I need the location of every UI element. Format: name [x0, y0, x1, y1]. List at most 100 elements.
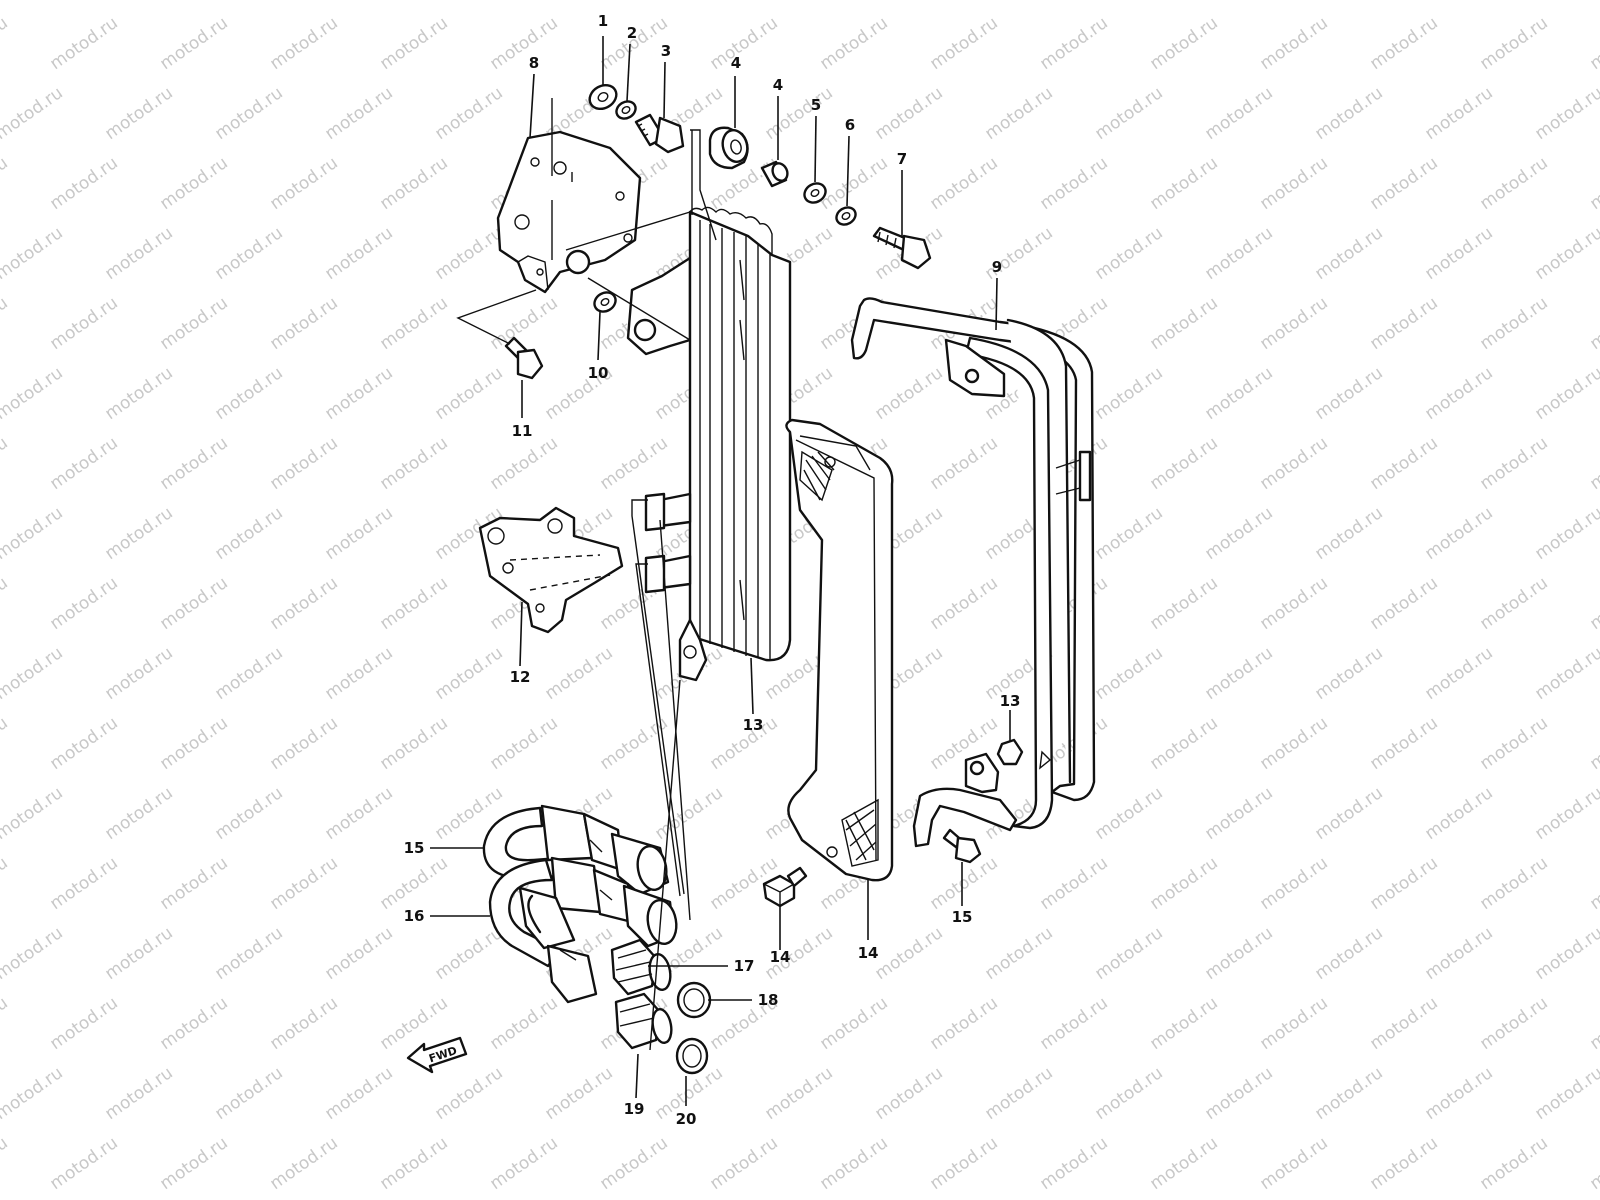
- watermark-text: motod.ru: [1476, 993, 1551, 1054]
- watermark-text: motod.ru: [266, 153, 341, 214]
- watermark-text: motod.ru: [431, 223, 506, 284]
- watermark-text: motod.ru: [1421, 1063, 1496, 1124]
- watermark-text: motod.ru: [871, 83, 946, 144]
- watermark-text: motod.ru: [1146, 433, 1221, 494]
- watermark-text: motod.ru: [266, 1133, 341, 1194]
- watermark-text: motod.ru: [1476, 293, 1551, 354]
- watermark-text: motod.ru: [0, 223, 67, 284]
- part-19-guard-panel: [785, 418, 894, 882]
- watermark-text: motod.ru: [156, 573, 231, 634]
- callout-4-top: 5: [811, 96, 821, 114]
- watermark-text: motod.ru: [211, 503, 286, 564]
- callout-19: 14: [858, 944, 879, 962]
- watermark-text: motod.ru: [0, 293, 12, 354]
- watermark-text: motod.ru: [376, 13, 451, 74]
- watermark-text: motod.ru: [1036, 1133, 1111, 1194]
- watermark-text: motod.ru: [1146, 153, 1221, 214]
- watermark-text: motod.ru: [1586, 153, 1600, 214]
- watermark-text: motod.ru: [0, 83, 67, 144]
- watermark-text: motod.ru: [46, 1133, 121, 1194]
- part-15-union-upper: [610, 938, 672, 996]
- callout-12: 11: [512, 422, 533, 440]
- watermark-text: motod.ru: [0, 433, 12, 494]
- watermark-text: motod.ru: [541, 0, 616, 4]
- watermark-text: motod.ru: [266, 853, 341, 914]
- watermark-text: motod.ru: [266, 433, 341, 494]
- part-17-nut: [996, 738, 1024, 766]
- part-20-bolt: [762, 866, 808, 908]
- watermark-text: motod.ru: [1531, 0, 1600, 4]
- watermark-text: motod.ru: [211, 83, 286, 144]
- watermark-text: motod.ru: [981, 0, 1056, 4]
- watermark-text: motod.ru: [1201, 783, 1276, 844]
- watermark-text: motod.ru: [1036, 993, 1111, 1054]
- watermark-text: motod.ru: [1091, 223, 1166, 284]
- watermark-text: motod.ru: [46, 713, 121, 774]
- watermark-text: motod.ru: [321, 363, 396, 424]
- watermark-text: motod.ru: [0, 853, 12, 914]
- watermark-text: motod.ru: [1531, 503, 1600, 564]
- watermark-text: motod.ru: [1476, 713, 1551, 774]
- watermark-text: motod.ru: [1586, 1133, 1600, 1194]
- watermark-text: motod.ru: [321, 503, 396, 564]
- watermark-text: motod.ru: [376, 853, 451, 914]
- watermark-text: motod.ru: [0, 363, 67, 424]
- watermark-text: motod.ru: [1476, 573, 1551, 634]
- part-2-bolt: [872, 226, 932, 270]
- callout-16: 9: [992, 258, 1002, 276]
- leader-lines: [430, 36, 1011, 1106]
- watermark-text: motod.ru: [1146, 573, 1221, 634]
- watermark-text: motod.ru: [1201, 0, 1276, 4]
- part-5-collar: [760, 160, 789, 188]
- watermark-text: motod.ru: [46, 13, 121, 74]
- watermark-text: motod.ru: [1201, 1063, 1276, 1124]
- watermark-text: motod.ru: [46, 853, 121, 914]
- watermark-text: motod.ru: [1311, 503, 1386, 564]
- watermark-text: motod.ru: [1036, 153, 1111, 214]
- watermark-text: motod.ru: [1256, 153, 1331, 214]
- watermark-text: motod.ru: [321, 0, 396, 4]
- watermark-text: motod.ru: [1531, 363, 1600, 424]
- watermark-text: motod.ru: [1586, 293, 1600, 354]
- watermark-text: motod.ru: [1586, 993, 1600, 1054]
- part-18-bolt: [942, 828, 982, 864]
- assembly-guide-lines: [456, 98, 717, 1051]
- watermark-text: motod.ru: [156, 433, 231, 494]
- watermark-text: motod.ru: [46, 573, 121, 634]
- watermark-text: motod.ru: [1091, 923, 1166, 984]
- part-16-guard-frame: [850, 297, 1096, 848]
- watermark-text: motod.ru: [1091, 363, 1166, 424]
- watermark-text: motod.ru: [1146, 853, 1221, 914]
- watermark-text: motod.ru: [596, 1133, 671, 1194]
- watermark-text: motod.ru: [1091, 643, 1166, 704]
- watermark-text: motod.ru: [1311, 923, 1386, 984]
- watermark-text: motod.ru: [1421, 363, 1496, 424]
- watermark-text: motod.ru: [376, 433, 451, 494]
- watermark-text: motod.ru: [816, 1133, 891, 1194]
- watermark-text: motod.ru: [1201, 223, 1276, 284]
- watermark-text: motod.ru: [1201, 363, 1276, 424]
- watermark-text: motod.ru: [1311, 643, 1386, 704]
- watermark-text: motod.ru: [101, 503, 176, 564]
- watermark-text: motod.ru: [1091, 0, 1166, 4]
- watermark-text: motod.ru: [211, 0, 286, 4]
- watermark-text: motod.ru: [321, 783, 396, 844]
- callout-13-upper: 15: [404, 839, 425, 857]
- watermark-text: motod.ru: [211, 223, 286, 284]
- watermark-text: motod.ru: [1531, 1063, 1600, 1124]
- watermark-text: motod.ru: [1421, 643, 1496, 704]
- watermark-text: motod.ru: [46, 293, 121, 354]
- watermark-text: motod.ru: [1311, 83, 1386, 144]
- watermark-text: motod.ru: [1586, 853, 1600, 914]
- watermark-text: motod.ru: [101, 643, 176, 704]
- watermark-text: motod.ru: [266, 713, 341, 774]
- watermark-text: motod.ru: [376, 713, 451, 774]
- watermark-text: motod.ru: [1366, 433, 1441, 494]
- watermark-text: motod.ru: [156, 1133, 231, 1194]
- watermark-text: motod.ru: [596, 433, 671, 494]
- watermark-text: motod.ru: [1586, 573, 1600, 634]
- watermark-text: motod.ru: [761, 1063, 836, 1124]
- callout-2: 7: [897, 150, 907, 168]
- watermark-text: motod.ru: [1201, 503, 1276, 564]
- watermark-text: motod.ru: [1256, 573, 1331, 634]
